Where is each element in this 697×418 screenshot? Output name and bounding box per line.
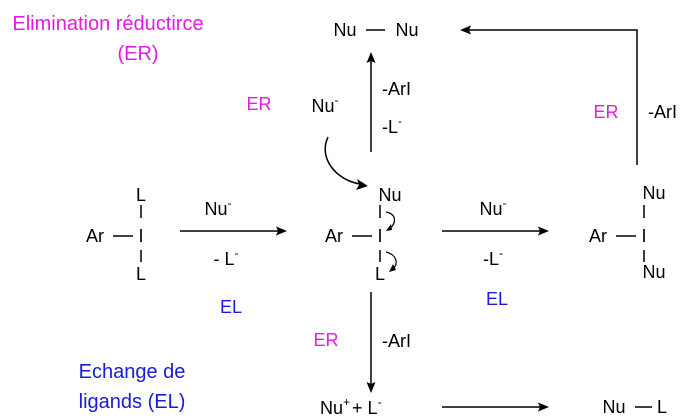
right-nu-bottom: Nu — [642, 262, 665, 282]
nu-l-ligand: L — [657, 397, 667, 417]
er-label-top: ER — [246, 94, 271, 114]
er-legend-line2: (ER) — [117, 43, 158, 65]
attack-curved-arrow — [324, 136, 361, 185]
product-nu-nu: Nu Nu — [333, 20, 418, 40]
attacking-nu: Nu- — [311, 93, 338, 116]
species-ar-i-nu-l: Nu Ar I L — [325, 185, 402, 284]
reagent-arl-down: -ArI — [382, 331, 411, 351]
reagent-nu-left: Nu- — [204, 196, 231, 219]
left-ligand-top: L — [136, 185, 146, 205]
nu-attack: Nu- ER — [246, 93, 368, 190]
nu-plus-l-minus: Nu++ L- — [320, 395, 382, 418]
reagent-l-right: -L- — [483, 246, 503, 269]
el-legend-line1: Echange de — [79, 361, 186, 383]
er-legend-line1: Elimination réductirce — [12, 13, 203, 35]
nu-l-nu: Nu — [602, 397, 625, 417]
nu-nu-left: Nu — [333, 20, 356, 40]
arrow-elimination-right: ER -ArI — [460, 25, 677, 165]
arrow-elimination-down: ER -ArI — [313, 292, 411, 393]
reagent-nu-right: Nu- — [479, 196, 506, 219]
el-label-right: EL — [486, 289, 508, 309]
left-iodine: I — [138, 226, 143, 246]
center-iodine: I — [377, 226, 382, 246]
el-legend-line2: ligands (EL) — [79, 391, 186, 413]
species-ar-inu2: Nu Ar I Nu — [589, 183, 666, 282]
right-nu-top: Nu — [642, 183, 665, 203]
species-ar-il2: L Ar I L — [86, 185, 146, 284]
center-ligand: L — [375, 264, 385, 284]
left-ar: Ar — [86, 226, 104, 246]
center-ar: Ar — [325, 226, 343, 246]
nu-nu-right: Nu — [395, 20, 418, 40]
reagent-arl-right: -ArI — [648, 102, 677, 122]
left-ligand-bottom: L — [136, 264, 146, 284]
arrow-recombination — [442, 402, 549, 412]
product-nu-l: Nu L — [602, 397, 667, 417]
right-iodine: I — [641, 226, 646, 246]
center-nu: Nu — [378, 185, 401, 205]
species-nu-plus-l-minus: Nu++ L- — [320, 395, 382, 418]
reagent-l-left: - L- — [213, 246, 238, 269]
right-ar: Ar — [589, 226, 607, 246]
er-label-right: ER — [593, 102, 618, 122]
el-label-left: EL — [220, 297, 242, 317]
reagent-l-up: -L- — [382, 114, 402, 137]
er-label-bottom: ER — [313, 330, 338, 350]
arrow-exchange-1: Nu- - L- EL — [180, 196, 287, 317]
arrow-elimination-up: -ArI -L- — [366, 52, 411, 152]
reagent-arl-up: -ArI — [382, 79, 411, 99]
arrow-exchange-2: Nu- -L- EL — [442, 196, 549, 309]
